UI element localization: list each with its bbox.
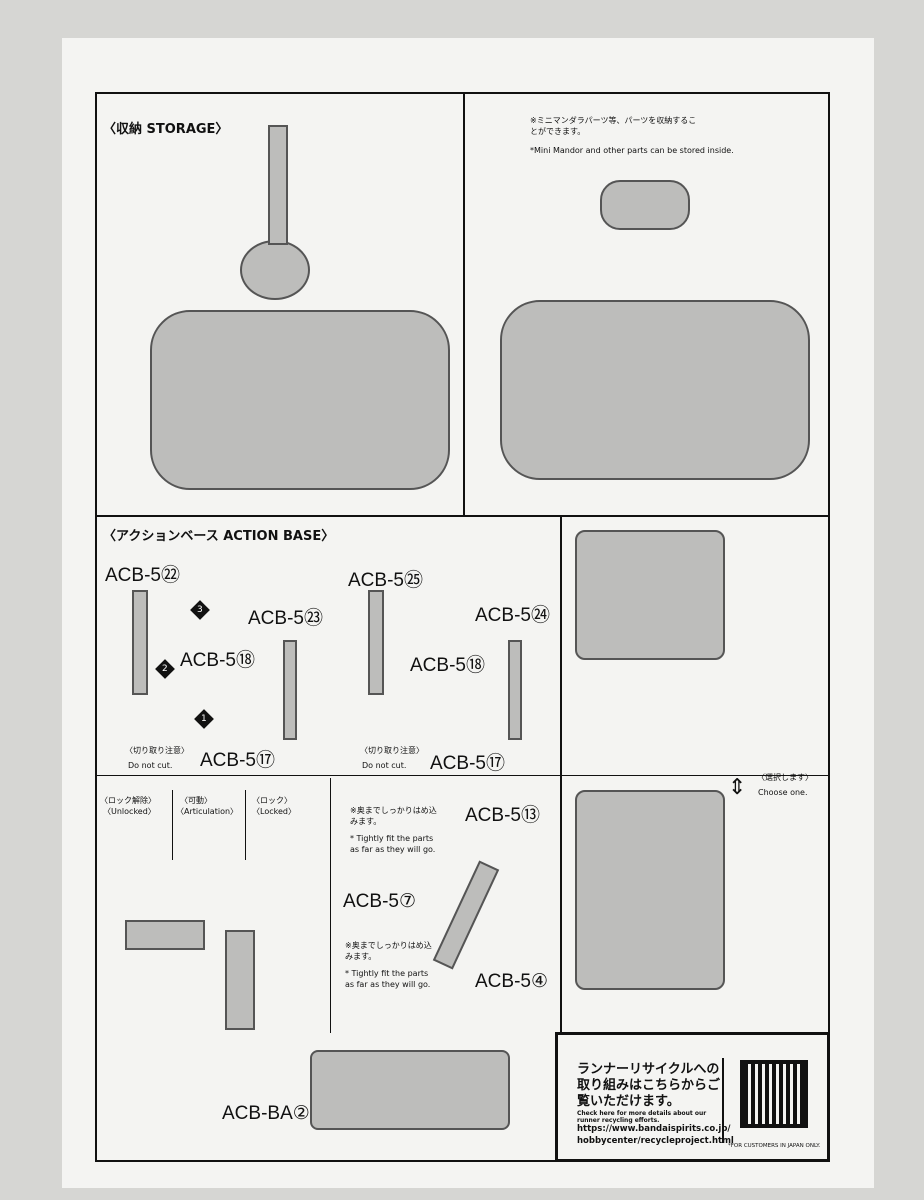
mode-unlocked-en: 〈Unlocked〉 [103, 807, 156, 816]
part-illustration [368, 590, 384, 695]
part-label: ACB-5㉓ [248, 608, 323, 629]
mode-articulation-en: 〈Articulation〉 [176, 807, 239, 816]
part-label: ACB-5㉕ [348, 570, 423, 591]
part-label: ACB-5⑱ [410, 655, 485, 676]
storage-title: 〈収納 STORAGE〉 [103, 122, 229, 137]
base-underside-illustration [575, 530, 725, 660]
warning-jp: 〈切り取り注意〉 [125, 746, 189, 755]
part-illustration [508, 640, 522, 740]
swap-arrow-icon: ⇕ [728, 775, 747, 800]
recycle-jp: ランナーリサイクルへの取り組みはこちらからご覧いただけます。 [577, 1062, 721, 1109]
qr-code[interactable] [740, 1060, 808, 1128]
part-illustration [132, 590, 148, 695]
mode-unlocked-jp: 〈ロック解除〉 [100, 796, 156, 805]
hex-base-illustration [310, 1050, 510, 1130]
mode-locked-en: 〈Locked〉 [252, 807, 296, 816]
storage-note-en: *Mini Mandor and other parts can be stor… [530, 146, 734, 155]
recycle-url[interactable]: https://www.bandaispirits.co.jp/ [577, 1124, 731, 1134]
divider [560, 515, 562, 1033]
divider [330, 778, 331, 1033]
part-label: ACB-5㉔ [475, 605, 550, 626]
part-label: ACB-5⑰ [200, 750, 275, 771]
mini-parts-illustration [600, 180, 690, 230]
storage-note-jp: ※ミニマンダラパーツ等、パーツを収納することができます。 [530, 116, 697, 136]
arm-illustration [225, 930, 255, 1030]
part-label: ACB-5⑬ [465, 805, 540, 826]
fit-note-jp: ※奥までしっかりはめ込みます。 [350, 806, 437, 826]
recycle-en: Check here for more details about our ru… [577, 1110, 707, 1124]
japan-only-note: *FOR CUSTOMERS IN JAPAN ONLY. [728, 1143, 821, 1149]
recycle-url[interactable]: hobbycenter/recycleproject.html [577, 1136, 734, 1146]
arm-illustration [268, 125, 288, 245]
divider [245, 790, 246, 860]
action-base-title: 〈アクションベース ACTION BASE〉 [103, 529, 335, 544]
divider [172, 790, 173, 860]
divider [95, 775, 830, 776]
base-plate-illustration [240, 240, 310, 300]
part-illustration [283, 640, 297, 740]
fit-note-en: * Tightly fit the parts as far as they w… [345, 969, 431, 989]
divider [463, 92, 465, 516]
divider [722, 1058, 724, 1143]
mode-locked-jp: 〈ロック〉 [252, 796, 292, 805]
warning-en: Do not cut. [362, 761, 407, 770]
part-label: ACB-5⑦ [343, 891, 416, 912]
arm-illustration [125, 920, 205, 950]
divider [95, 515, 830, 517]
warning-jp: 〈切り取り注意〉 [360, 746, 424, 755]
part-label: ACB-5④ [475, 971, 548, 992]
storage-case-illustration [500, 300, 810, 480]
fit-note-jp: ※奥までしっかりはめ込みます。 [345, 941, 432, 961]
base-side-illustration [575, 790, 725, 990]
page-frame [95, 92, 830, 1162]
part-label: ACB-5㉒ [105, 565, 180, 586]
storage-case-illustration [150, 310, 450, 490]
part-label: ACB-BA② [222, 1103, 310, 1124]
choose-en: Choose one. [758, 788, 808, 797]
warning-en: Do not cut. [128, 761, 173, 770]
fit-note-en: * Tightly fit the parts as far as they w… [350, 834, 436, 854]
mode-articulation-jp: 〈可動〉 [180, 796, 212, 805]
choose-jp: 〈選択します〉 [757, 773, 813, 782]
part-label: ACB-5⑱ [180, 650, 255, 671]
part-label: ACB-5⑰ [430, 753, 505, 774]
